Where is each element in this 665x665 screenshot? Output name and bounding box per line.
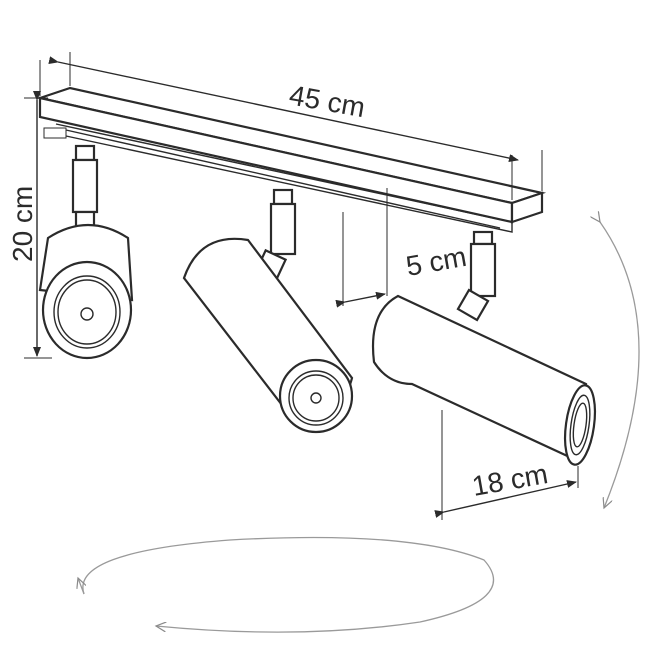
shade-length-label: 18 cm — [470, 458, 550, 502]
spotlight-1 — [38, 144, 134, 360]
length-label: 45 cm — [287, 79, 367, 123]
swivel-rotation-icon — [78, 536, 495, 633]
height-label: 20 cm — [7, 186, 38, 262]
tilt-rotation-icon — [600, 222, 640, 508]
spotlight-2 — [182, 188, 354, 434]
height-dimension: 20 cm — [7, 91, 52, 359]
spotlight-3 — [372, 230, 597, 466]
projection-label: 5 cm — [404, 241, 469, 282]
